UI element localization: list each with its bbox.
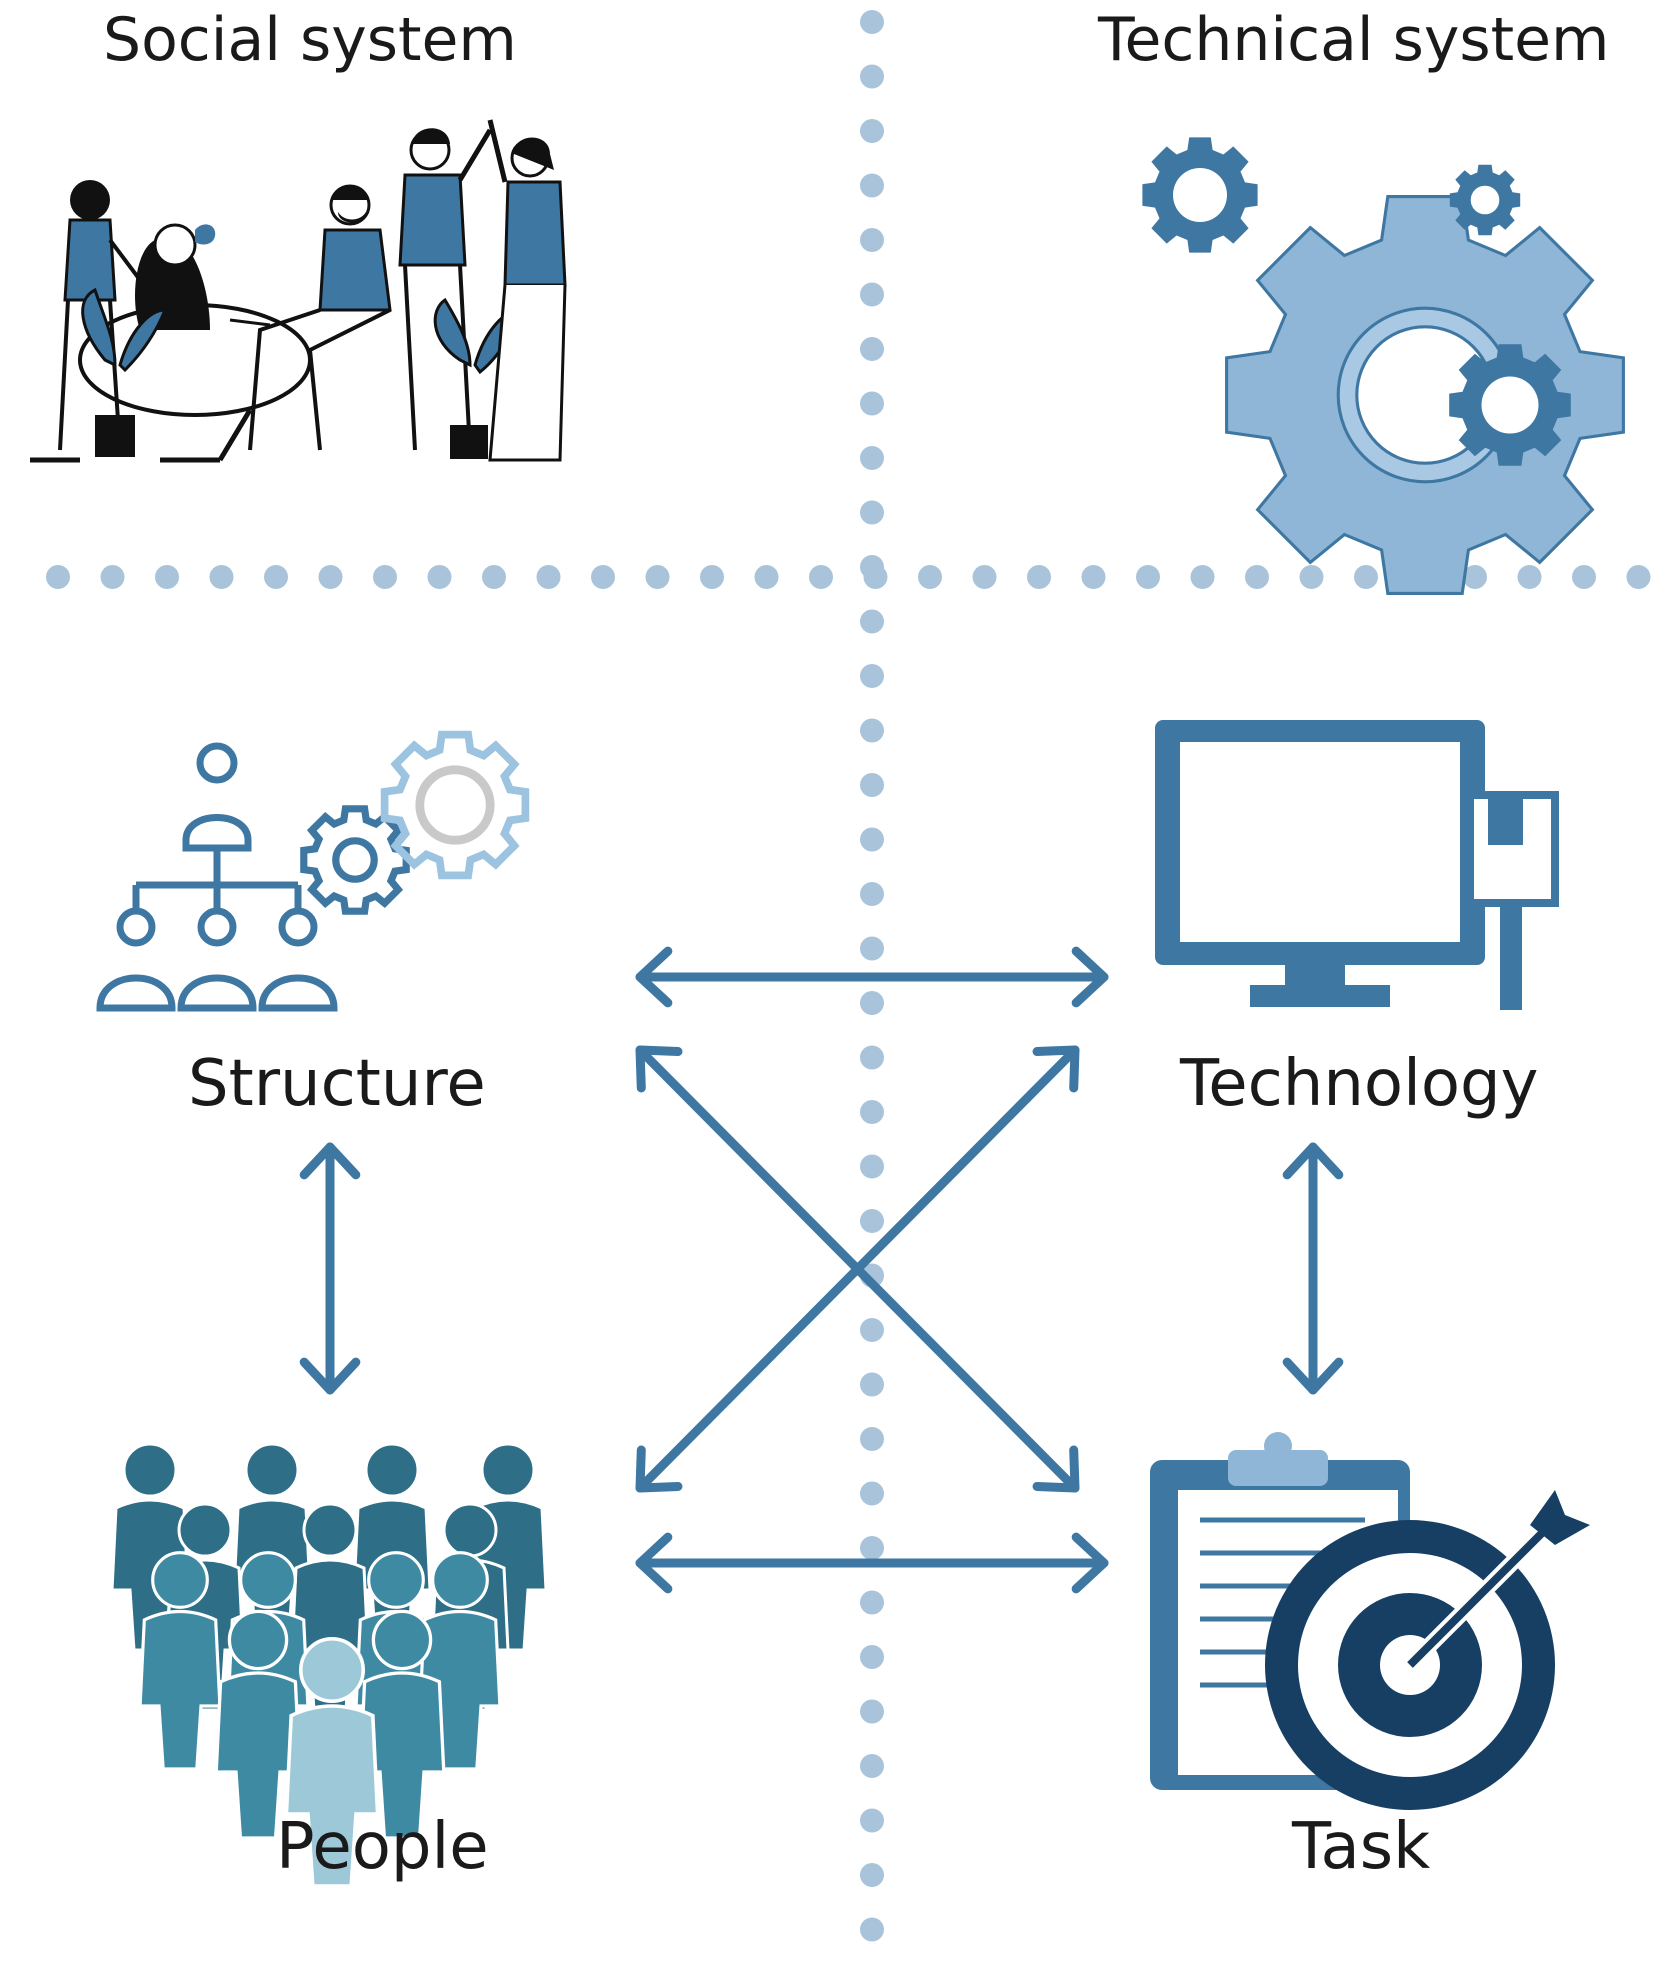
- divider-vertical: [860, 10, 884, 1942]
- divider-dot: [860, 827, 884, 852]
- divider-dot: [1517, 565, 1542, 589]
- divider-dot: [860, 1699, 884, 1724]
- divider-dot: [860, 173, 884, 198]
- divider-dot: [809, 565, 833, 589]
- divider-dot: [860, 1427, 884, 1451]
- divider-dot: [860, 718, 884, 743]
- person-figure: [468, 1442, 548, 1652]
- divider-dot: [1572, 565, 1596, 589]
- divider-dot: [1190, 565, 1215, 589]
- divider-dot: [860, 282, 884, 307]
- divider-dot: [1245, 565, 1269, 589]
- divider-dot: [860, 228, 884, 252]
- divider-dot: [860, 1754, 884, 1778]
- crowd-icon: [110, 1442, 548, 1888]
- divider-dot: [863, 565, 888, 589]
- divider-dot: [373, 565, 397, 589]
- divider-dot: [860, 664, 884, 688]
- divider-dot: [860, 500, 884, 525]
- divider-dot: [754, 565, 779, 589]
- relation-arrow: [635, 1045, 1080, 1493]
- person-figure: [284, 1636, 380, 1888]
- divider-dot: [860, 1100, 884, 1124]
- divider-dot: [860, 1154, 884, 1179]
- node-label-task: Task: [1292, 1810, 1431, 1884]
- divider-dot: [1027, 565, 1051, 589]
- clipboard-target-icon: [1150, 1432, 1590, 1810]
- divider-dot: [860, 1536, 884, 1560]
- section-title-technical: Technical system: [1098, 5, 1610, 75]
- relation-arrow: [1282, 1142, 1344, 1395]
- divider-dot: [209, 565, 234, 589]
- divider-dot: [860, 1209, 884, 1233]
- divider-dot: [536, 565, 561, 589]
- divider-dot: [860, 337, 884, 361]
- divider-dot: [427, 565, 452, 589]
- relation-arrow: [635, 1532, 1109, 1594]
- divider-dot: [482, 565, 506, 589]
- gears-illustration: [1142, 137, 1625, 595]
- divider-dot: [318, 565, 343, 589]
- divider-dot: [46, 565, 70, 589]
- divider-dot: [1136, 565, 1160, 589]
- relation-arrow: [299, 1142, 361, 1395]
- divider-dot: [972, 565, 997, 589]
- divider-dot: [700, 565, 724, 589]
- divider-dot: [860, 1808, 884, 1833]
- divider-dot: [860, 391, 884, 416]
- divider-dot: [860, 1863, 884, 1887]
- person-figure: [138, 1551, 222, 1771]
- divider-dot: [860, 64, 884, 89]
- divider-dot: [1081, 565, 1106, 589]
- org-chart-gears-icon: [96, 735, 525, 1012]
- divider-dot: [264, 565, 288, 589]
- divider-dot: [155, 565, 179, 589]
- person-figure: [110, 1442, 190, 1652]
- relation-arrow: [635, 946, 1109, 1008]
- divider-dot: [860, 119, 884, 143]
- divider-dot: [860, 1645, 884, 1669]
- divider-dot: [860, 1590, 884, 1615]
- divider-dot: [860, 991, 884, 1015]
- divider-dot: [860, 1917, 884, 1942]
- person-figure: [358, 1609, 446, 1840]
- node-label-technology: Technology: [1180, 1047, 1539, 1121]
- divider-dot: [860, 446, 884, 470]
- node-label-people: People: [276, 1810, 489, 1884]
- divider-dot: [860, 1372, 884, 1397]
- divider-dot: [860, 936, 884, 961]
- divider-dot: [860, 1481, 884, 1506]
- divider-dot: [1354, 565, 1378, 589]
- divider-dot: [860, 1318, 884, 1342]
- divider-dot: [860, 609, 884, 634]
- divider-dot: [100, 565, 125, 589]
- divider-dot: [591, 565, 615, 589]
- computer-monitor-icon: [1155, 720, 1559, 1010]
- divider-dot: [860, 10, 884, 34]
- person-figure: [418, 1551, 502, 1771]
- divider-dot: [1463, 565, 1487, 589]
- divider-dot: [860, 773, 884, 797]
- node-label-structure: Structure: [188, 1047, 486, 1121]
- section-title-social: Social system: [103, 5, 517, 75]
- divider-dot: [1626, 565, 1651, 589]
- person-figure: [214, 1609, 302, 1840]
- divider-dot: [860, 882, 884, 906]
- divider-dot: [918, 565, 942, 589]
- divider-dot: [860, 1045, 884, 1070]
- relation-arrows: [299, 946, 1344, 1594]
- people-meeting-illustration: [30, 119, 567, 463]
- divider-dot: [1299, 565, 1324, 589]
- divider-dot: [645, 565, 670, 589]
